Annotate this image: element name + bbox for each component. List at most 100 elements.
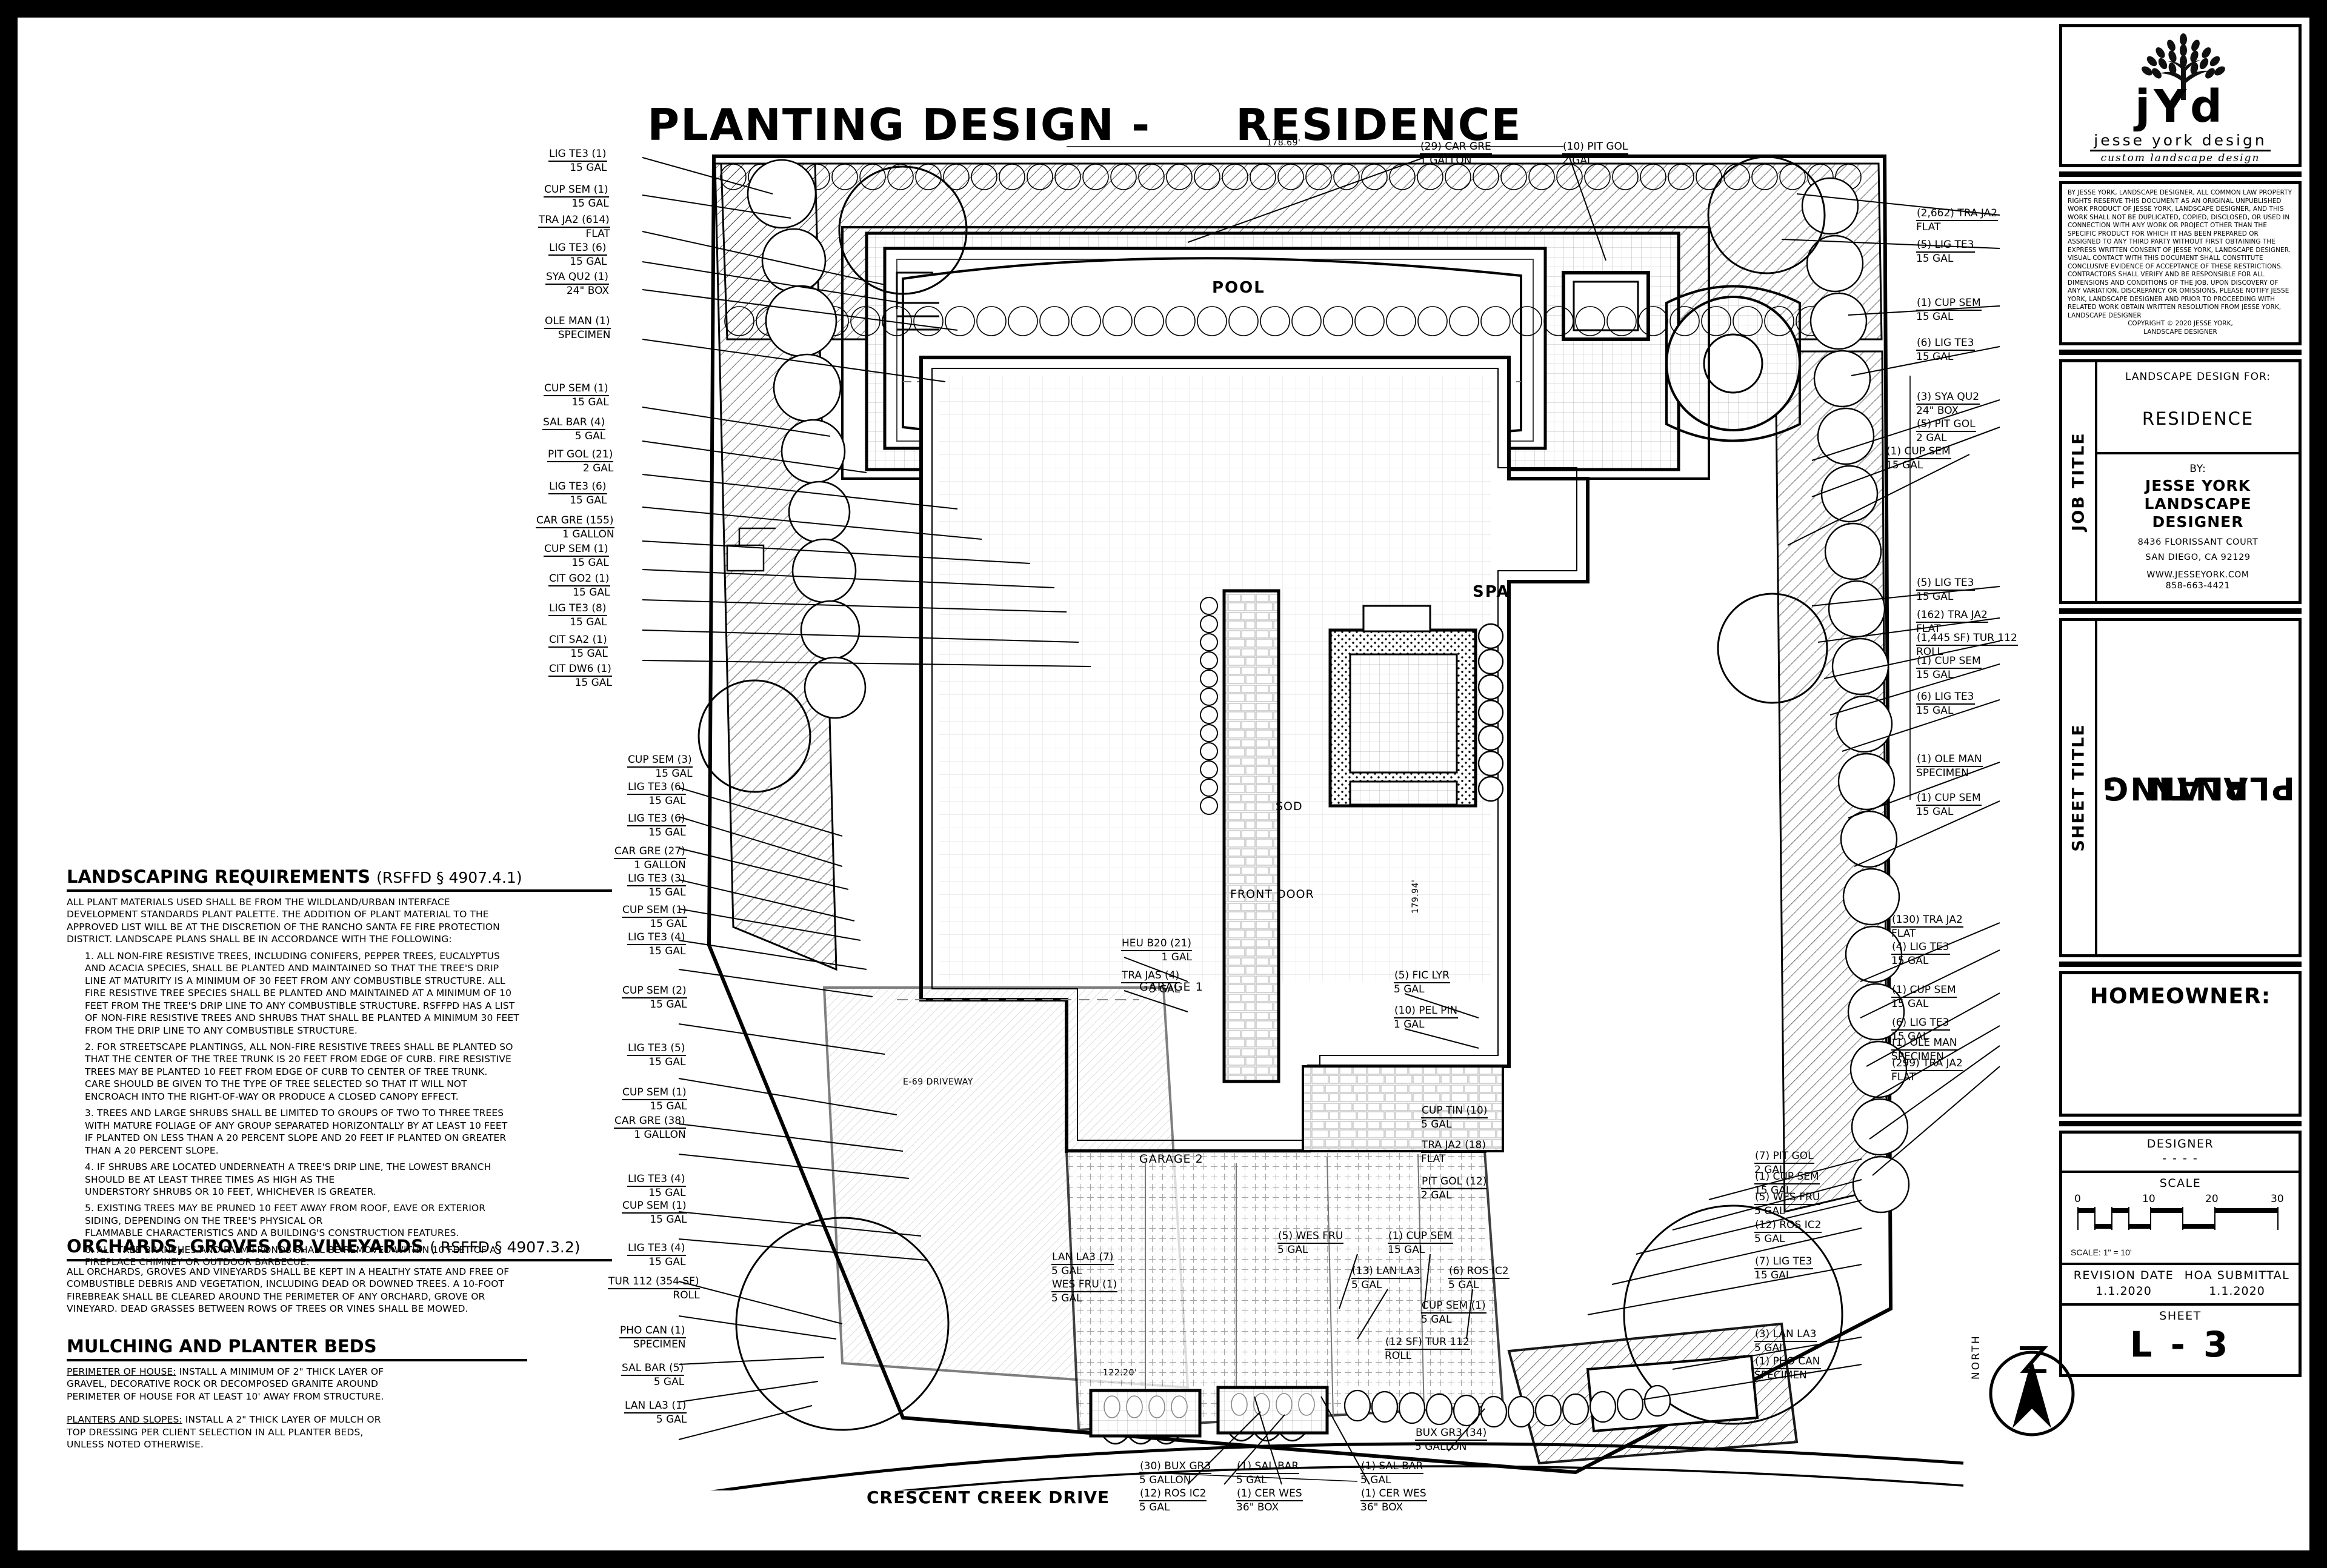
plant-callout: CUP SEM (2)15 GAL (622, 985, 687, 1011)
plant-callout-species: LIG TE3 (6) (548, 480, 607, 495)
job-title-designer-cell: BY: JESSE YORK LANDSCAPE DESIGNER 8436 F… (2097, 452, 2299, 601)
job-title-subtitle: LANDSCAPE DESIGN FOR: (2125, 371, 2271, 384)
plant-callout-size: FLAT (585, 228, 610, 241)
pool-label: POOL (1212, 279, 1265, 297)
plant-callout: LAN LA3 (7)5 GAL (1051, 1251, 1114, 1277)
plant-callout-species: (2,662) TRA JA2 (1916, 207, 1999, 222)
revision-date-cell: REVISION DATE 1.1.2020 (2067, 1269, 2180, 1298)
plant-callout-species: (299) TRA JA2 (1891, 1057, 1963, 1072)
plant-callout: TRA JAS (4)5 GAL (1121, 969, 1180, 995)
plant-callout-species: (130) TRA JA2 (1891, 914, 1963, 928)
plant-callout-size: 5 GAL (1754, 1205, 1785, 1218)
designer-website[interactable]: WWW.JESSEYORK.COM (2146, 570, 2249, 580)
copyright-block: BY JESSE YORK, LANDSCAPE DESIGNER, ALL C… (2059, 181, 2302, 346)
homeowner-block: HOMEOWNER: (2059, 971, 2302, 1117)
plant-callout-size: 15 GAL (648, 945, 686, 958)
plant-callout-size: 15 GAL (650, 1214, 687, 1226)
plant-callout: TRA JA2 (614)FLAT (538, 214, 610, 240)
dim-bottom: 122.20' (1103, 1368, 1137, 1378)
plant-callout-size: 15 GAL (1916, 705, 1954, 717)
plant-callout-size: ROLL (1385, 1350, 1412, 1363)
spa-label: SPA (1473, 583, 1510, 601)
plant-callout-size: 5 GAL (1277, 1244, 1308, 1257)
plant-callout: LIG TE3 (4)15 GAL (627, 1242, 686, 1268)
plant-callout-species: (1) CER WES (1360, 1487, 1427, 1502)
plant-callout-species: LIG TE3 (6) (548, 242, 607, 256)
plant-callout-species: (5) LIG TE3 (1916, 239, 1975, 253)
divider-rule-4 (2059, 962, 2302, 968)
plant-callout-size: 2 GAL (582, 462, 614, 475)
plant-callout-species: PHO CAN (1) (619, 1324, 686, 1339)
plant-callout-size: 15 GAL (1916, 311, 1954, 324)
designer-role: LANDSCAPE DESIGNER (2144, 495, 2252, 531)
scale-label: SCALE (2159, 1177, 2202, 1191)
plant-callout-size: 5 GALLON (1139, 1474, 1191, 1487)
plant-callout: LIG TE3 (6)15 GAL (548, 242, 607, 268)
plant-callout-species: CUP SEM (1) (622, 1086, 687, 1101)
street-name-label: CRESCENT CREEK DRIVE (867, 1487, 1110, 1507)
plant-callout-species: CUP SEM (2) (622, 985, 687, 999)
plant-callout-species: (1) CUP SEM (1916, 792, 1982, 806)
plant-callout-size: 5 GAL (1236, 1474, 1267, 1487)
plant-callout-species: LIG TE3 (3) (627, 872, 686, 887)
garage2-label: GARAGE 2 (1139, 1152, 1203, 1166)
plant-callout-size: 2 GAL (1754, 1164, 1785, 1177)
plant-callout: OLE MAN (1)SPECIMEN (544, 315, 611, 341)
company-logo: jYd jesse york design custom landscape d… (2059, 24, 2302, 167)
plant-callout: LIG TE3 (4)15 GAL (627, 931, 686, 957)
plant-callout-size: 5 GALLON (1415, 1441, 1467, 1453)
designer-address: 8436 FLORISSANT COURT (2137, 537, 2259, 548)
plant-callout-size: ROLL (673, 1289, 700, 1302)
garage1-label: GARAGE 1 (1139, 980, 1203, 994)
landscaping-item-1: 1. ALL NON-FIRE RESISTIVE TREES, INCLUDI… (85, 950, 519, 1036)
title-part2: RESIDENCE (1236, 99, 1522, 150)
plant-callout-size: 5 GAL (1754, 1233, 1785, 1246)
plant-callout: LIG TE3 (1)15 GAL (548, 148, 607, 174)
plant-callout-species: TRA JAS (4) (1121, 969, 1180, 984)
plant-callout: SAL BAR (5)5 GAL (621, 1362, 685, 1388)
plant-callout-species: LIG TE3 (4) (627, 931, 686, 946)
plant-callout-species: (1) PHO CAN (1754, 1355, 1821, 1370)
revision-date-value: 1.1.2020 (2096, 1284, 2152, 1298)
plant-callout-size: 2 GAL (1916, 432, 1947, 445)
plant-callout-size: 24" BOX (1916, 405, 1959, 417)
plant-callout-species: (12) ROS IC2 (1139, 1487, 1207, 1502)
sheet-info-block: DESIGNER - - - - SCALE 0 10 20 30 (2059, 1131, 2302, 1378)
landscaping-item-3: 3. TREES AND LARGE SHRUBS SHALL BE LIMIT… (85, 1108, 508, 1156)
dates-row: REVISION DATE 1.1.2020 HOA SUBMITTAL 1.1… (2062, 1265, 2299, 1306)
scale-tick-20: 20 (2205, 1193, 2219, 1205)
landscaping-intro: ALL PLANT MATERIALS USED SHALL BE FROM T… (67, 897, 500, 945)
plant-callout: SAL BAR (4)5 GAL (542, 416, 606, 442)
plant-callout-size: 24" BOX (566, 285, 610, 297)
plant-callout-species: LIG TE3 (4) (627, 1173, 686, 1188)
plant-callout-size: 5 GAL (1051, 1292, 1082, 1305)
plant-callout-size: 15 GAL (1916, 669, 1954, 682)
plant-callout: LIG TE3 (4)15 GAL (627, 1173, 686, 1199)
plant-callout-species: CUP SEM (1) (544, 382, 609, 397)
hoa-submittal-label: HOA SUBMITTAL (2184, 1269, 2290, 1283)
plant-callout-size: 15 GAL (650, 918, 687, 931)
plant-callout-species: (30) BUX GR3 (1139, 1460, 1212, 1475)
plant-callout-species: CUP SEM (1) (622, 1200, 687, 1214)
plant-callout-species: (1) CUP SEM (1916, 655, 1982, 669)
plant-callout: LIG TE3 (6)15 GAL (548, 480, 607, 507)
plant-callout-species: PIT GOL (21) (547, 448, 614, 463)
plant-callout-size: SPECIMEN (633, 1338, 686, 1351)
plant-callout: LIG TE3 (6)15 GAL (627, 812, 686, 839)
plant-callout-species: (13) LAN LA3 (1351, 1265, 1421, 1280)
plant-callout-species: OLE MAN (1) (544, 315, 611, 330)
